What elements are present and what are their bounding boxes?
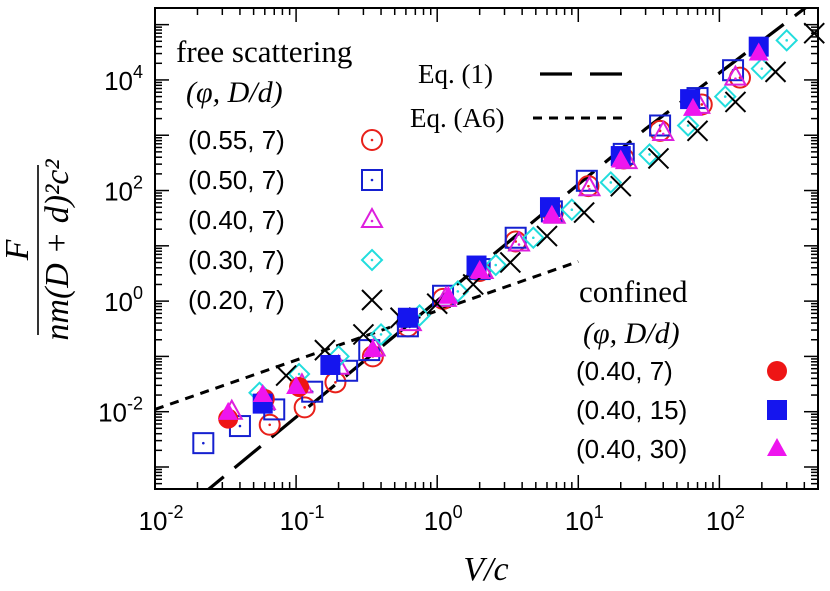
data-point	[676, 114, 700, 137]
data-point	[218, 401, 239, 420]
data-point	[686, 120, 709, 142]
data-point	[651, 119, 675, 141]
data-point	[469, 260, 490, 279]
legend-confined-title: confined	[579, 274, 688, 309]
legend-free-label: (0.40, 7)	[188, 205, 285, 235]
legend-free-title: free scattering	[176, 34, 352, 69]
legend-eq1-label: Eq. (1)	[418, 59, 493, 89]
x-tick-label: 10-1	[280, 502, 325, 536]
data-point	[397, 307, 418, 328]
data-point	[764, 61, 787, 83]
x-tick-label: 10-2	[139, 502, 184, 536]
data-point	[647, 147, 670, 170]
data-point	[192, 432, 215, 455]
x-tick-label: 102	[706, 502, 745, 536]
legend-confined-subtitle: (φ, D/d)	[583, 317, 680, 350]
data-point	[352, 323, 375, 346]
data-point	[536, 225, 558, 247]
data-point	[638, 142, 661, 166]
y-axis-label: F nm(D + d)²c²	[0, 159, 76, 341]
data-point	[484, 253, 508, 277]
y-axis-label-numerator: F	[0, 238, 36, 261]
data-point	[446, 279, 470, 303]
data-point	[610, 149, 631, 168]
data-point	[803, 22, 825, 44]
legend-free-marker	[360, 206, 384, 228]
x-tick-label: 101	[565, 502, 604, 536]
data-point	[713, 85, 737, 108]
legend-free-label: (0.50, 7)	[188, 165, 285, 195]
legend-free-marker	[361, 169, 383, 191]
legend-free-subtitle: (φ, D/d)	[186, 76, 283, 109]
legend-free-label: (0.55, 7)	[188, 125, 285, 155]
data-point	[258, 413, 281, 436]
data-point	[286, 375, 307, 394]
y-tick-label: 102	[104, 173, 143, 207]
y-axis-label-denominator: nm(D + d)²c²	[39, 159, 76, 341]
data-point	[724, 91, 747, 113]
legend-confined-label: (0.40, 15)	[576, 395, 687, 425]
legend-confined-label: (0.40, 30)	[576, 434, 687, 464]
legend-free-marker	[361, 129, 383, 151]
data-point	[573, 201, 595, 224]
y-tick-label: 104	[104, 62, 143, 96]
legend-confined-marker	[767, 361, 787, 381]
data-point	[507, 230, 531, 252]
data-point	[521, 226, 545, 250]
data-markers	[192, 22, 825, 455]
data-point	[438, 285, 459, 304]
y-tick-label: 10-2	[98, 394, 143, 428]
data-point	[599, 171, 623, 194]
axis-ticks	[154, 7, 819, 490]
data-point	[682, 97, 703, 116]
legend-free-label: (0.30, 7)	[188, 245, 285, 275]
data-point	[369, 322, 393, 346]
data-point	[610, 175, 632, 197]
data-point	[499, 251, 522, 274]
legend-confined-label: (0.40, 7)	[576, 356, 673, 386]
x-tick-label: 100	[424, 502, 463, 536]
data-point	[748, 42, 769, 61]
data-point	[320, 354, 341, 375]
axis-tick-labels: 10-2 10-1 100 101 102 10-2 100 102 104	[98, 62, 745, 536]
legend-confined-marker	[767, 438, 787, 456]
data-point	[775, 28, 799, 52]
legend-eqA6-label: Eq. (A6)	[410, 103, 504, 133]
model-line	[155, 260, 579, 411]
data-point	[362, 339, 383, 358]
data-point	[577, 175, 602, 197]
legend-free-marker	[360, 248, 384, 272]
data-point	[252, 384, 273, 403]
legend-free-marker	[361, 289, 383, 311]
data-point	[293, 396, 316, 419]
data-point	[541, 204, 562, 223]
legend-free-label: (0.20, 7)	[188, 285, 285, 315]
data-point	[723, 64, 748, 86]
legend: free scattering (φ, D/d) (0.55, 7) (0.50, 7…	[176, 34, 787, 464]
y-tick-label: 100	[104, 283, 143, 317]
legend-confined-marker	[767, 400, 787, 420]
x-axis-label: V/c	[463, 551, 508, 588]
